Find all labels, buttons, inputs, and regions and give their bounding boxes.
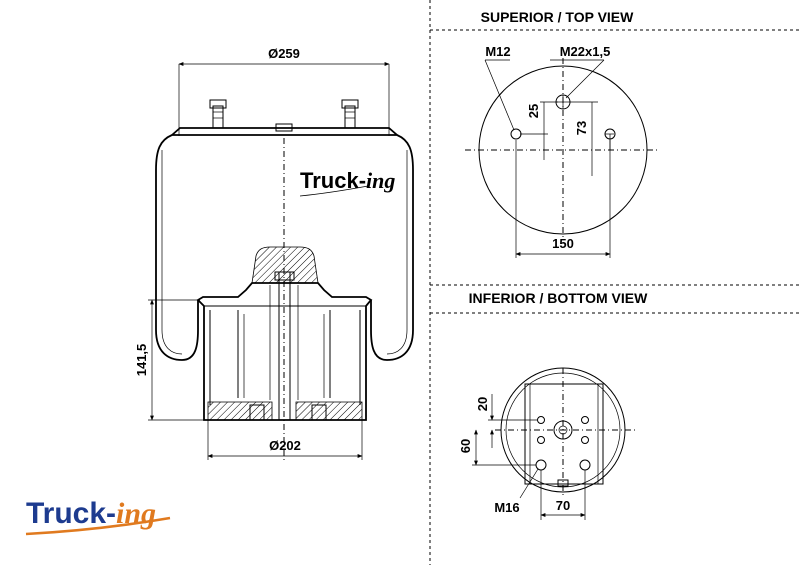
body-brand: Truck-ing: [299, 168, 395, 197]
thread-label: M16: [494, 500, 519, 515]
offset-small-dimension: 25: [520, 101, 558, 160]
central-bolt: [269, 271, 299, 421]
bellows-left: [155, 134, 199, 361]
offset-top-label: 20: [475, 397, 490, 411]
thread-large-label: M22x1,5: [560, 44, 611, 59]
top-diameter-label: Ø259: [268, 46, 300, 61]
spacing-dimension: 150: [515, 140, 611, 258]
svg-text:Truck-ing: Truck-ing: [26, 497, 156, 530]
side-view: Ø259 Truck-ing: [134, 46, 414, 460]
svg-text:Truck-ing: Truck-ing: [300, 168, 395, 193]
top-plate: [169, 127, 400, 136]
base-plate-right: [295, 401, 363, 421]
air-inlet: [275, 123, 293, 132]
offset-small-label: 25: [526, 104, 541, 118]
height-dimension: 141,5: [134, 299, 204, 421]
logo-main-text: Truck-: [26, 497, 116, 530]
top-studs: [209, 99, 359, 129]
body-brand-main: Truck-: [300, 168, 366, 193]
bracket-plate: [524, 383, 604, 485]
bellows-right: [370, 134, 414, 361]
top-diameter-dimension: Ø259: [178, 46, 390, 136]
bottom-view: INFERIOR / BOTTOM VIEW 20: [458, 290, 648, 520]
offset-side-label: 60: [458, 439, 473, 453]
stud-hole-left: [510, 128, 522, 140]
spacing-bottom-label: 70: [556, 498, 570, 513]
brand-logo: Truck-ing: [25, 497, 171, 536]
height-label: 141,5: [134, 344, 149, 377]
body-brand-accent: ing: [366, 168, 395, 193]
bottom-view-heading: INFERIOR / BOTTOM VIEW: [469, 290, 648, 306]
offset-large-label: 73: [574, 121, 589, 135]
bottom-diameter-label: Ø202: [269, 438, 301, 453]
top-view-heading: SUPERIOR / TOP VIEW: [481, 9, 635, 25]
panel-separators: [429, 0, 800, 565]
rubber-bumper: [251, 246, 319, 284]
offset-top-dimension: 20: [475, 394, 537, 448]
spacing-bottom-dimension: 70: [540, 470, 586, 520]
top-view: SUPERIOR / TOP VIEW M12 M22x1,5 25: [465, 9, 660, 258]
spacing-label: 150: [552, 236, 574, 251]
offset-side-dimension: 60: [458, 429, 536, 466]
bottom-diameter-dimension: Ø202: [207, 420, 363, 460]
thread-small-label: M12: [485, 44, 510, 59]
offset-large-dimension: 73: [570, 101, 614, 176]
bolt-holes: [535, 416, 591, 471]
base-plate-left: [207, 401, 273, 421]
